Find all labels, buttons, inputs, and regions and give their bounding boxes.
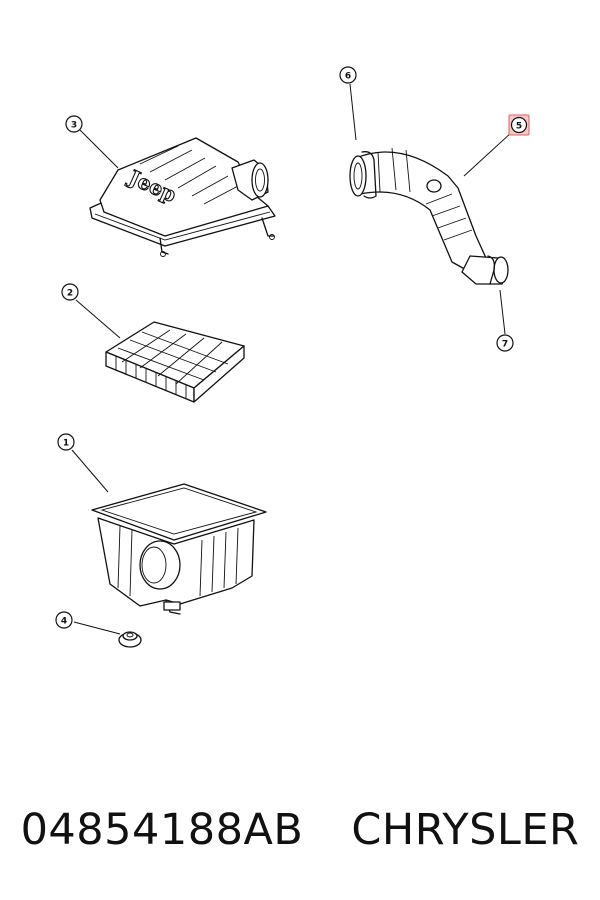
- callout-6[interactable]: 6: [339, 66, 357, 84]
- leader-line-5: [463, 131, 513, 177]
- parts-diagram: Jeep: [55, 66, 530, 648]
- leader-line-4: [73, 621, 121, 635]
- leader-line-2: [75, 299, 121, 339]
- svg-text:1: 1: [63, 439, 69, 449]
- brand-name: CHRYSLER: [351, 805, 580, 855]
- part-info-footer: 04854188AB CHRYSLER: [0, 790, 600, 870]
- part-hose-clamp-upper[interactable]: [361, 151, 377, 199]
- callout-3[interactable]: 3: [65, 115, 83, 133]
- svg-text:5: 5: [516, 122, 522, 132]
- svg-text:6: 6: [345, 72, 351, 82]
- part-grommet[interactable]: [118, 631, 142, 648]
- leader-line-3: [79, 129, 119, 169]
- part-number: 04854188AB: [20, 805, 304, 855]
- svg-text:4: 4: [61, 617, 67, 627]
- svg-text:3: 3: [71, 121, 77, 131]
- leader-line-6: [349, 83, 357, 141]
- leader-line-7: [499, 289, 506, 335]
- part-air-cleaner-housing[interactable]: [91, 483, 267, 615]
- svg-text:2: 2: [67, 289, 73, 299]
- leader-line-1: [71, 449, 109, 493]
- callout-2[interactable]: 2: [61, 283, 79, 301]
- callout-4[interactable]: 4: [55, 611, 73, 629]
- part-air-intake-hose[interactable]: [349, 147, 509, 285]
- callout-7[interactable]: 7: [496, 334, 514, 352]
- callout-5[interactable]: 5: [508, 114, 530, 136]
- part-air-filter[interactable]: [105, 321, 245, 403]
- part-air-cleaner-cover[interactable]: Jeep: [89, 137, 276, 257]
- callout-1[interactable]: 1: [57, 433, 75, 451]
- part-hose-clamp-lower[interactable]: [487, 255, 496, 285]
- svg-text:7: 7: [502, 340, 508, 350]
